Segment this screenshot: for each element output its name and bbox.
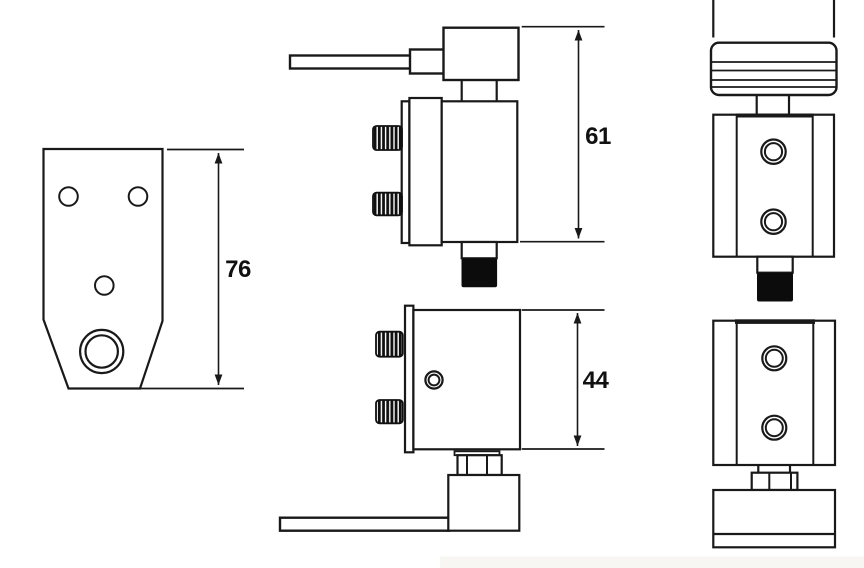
mount-plate [403,304,415,454]
bracket-hole-top-left [58,186,79,207]
dimension-label-valve-total-height: 61 [585,123,611,150]
dimension-label-valve-body-height: 44 [583,367,610,394]
body-panel-lines [735,114,814,257]
dimension-61: 61 [520,25,611,243]
thread-fitting-bottom [375,399,404,425]
footer-strip [440,556,864,568]
outlet-fitting [461,258,498,288]
mount-plate [400,100,411,245]
body-flange [408,96,443,247]
bracket-outline [42,147,164,390]
hex-nut [456,454,503,477]
base-block [447,473,521,532]
bracket-side-view [42,147,164,390]
bracket-hole-middle [94,275,115,296]
upper-neck [755,95,791,115]
outlet-neck [460,240,498,260]
outlet-fitting [757,272,793,302]
screw-hole [760,208,787,235]
dimension-76: 76 [140,148,251,390]
grip-knob [709,41,838,97]
actuator-box [442,26,520,82]
lever-bar [288,54,413,70]
valve-body [440,100,519,244]
lever-bar [278,516,451,532]
valve-body [712,319,837,467]
pivot-hole [424,370,444,390]
dimension-label-bracket-height: 76 [225,256,251,283]
screw-hole [760,138,787,165]
screw-hole [761,345,788,372]
grip-ridges [711,61,837,88]
bracket-bushing [78,328,125,375]
dimension-44: 44 [521,309,610,450]
base-block [712,488,837,549]
lever-shaft [712,0,836,38]
bracket-hole-top-right [127,186,149,207]
valve-body [412,308,522,451]
screw-hole [761,414,788,441]
thread-fitting-top [372,125,403,151]
lever-hub [408,48,446,75]
body-panel-lines [735,320,815,465]
valve-front-view-upper [709,0,838,302]
outlet-neck [756,255,794,274]
valve-side-view-lever-down [278,304,522,532]
upper-neck [460,80,498,102]
valve-front-view-lower [712,319,837,549]
valve-side-view-lever-up [288,26,520,288]
hex-nut [750,471,799,492]
valve-body [712,113,836,258]
top-seal-bar [735,319,815,324]
thread-fitting-top [375,330,404,358]
thread-fitting-bottom [372,191,403,217]
top-seal-bar [736,113,814,118]
